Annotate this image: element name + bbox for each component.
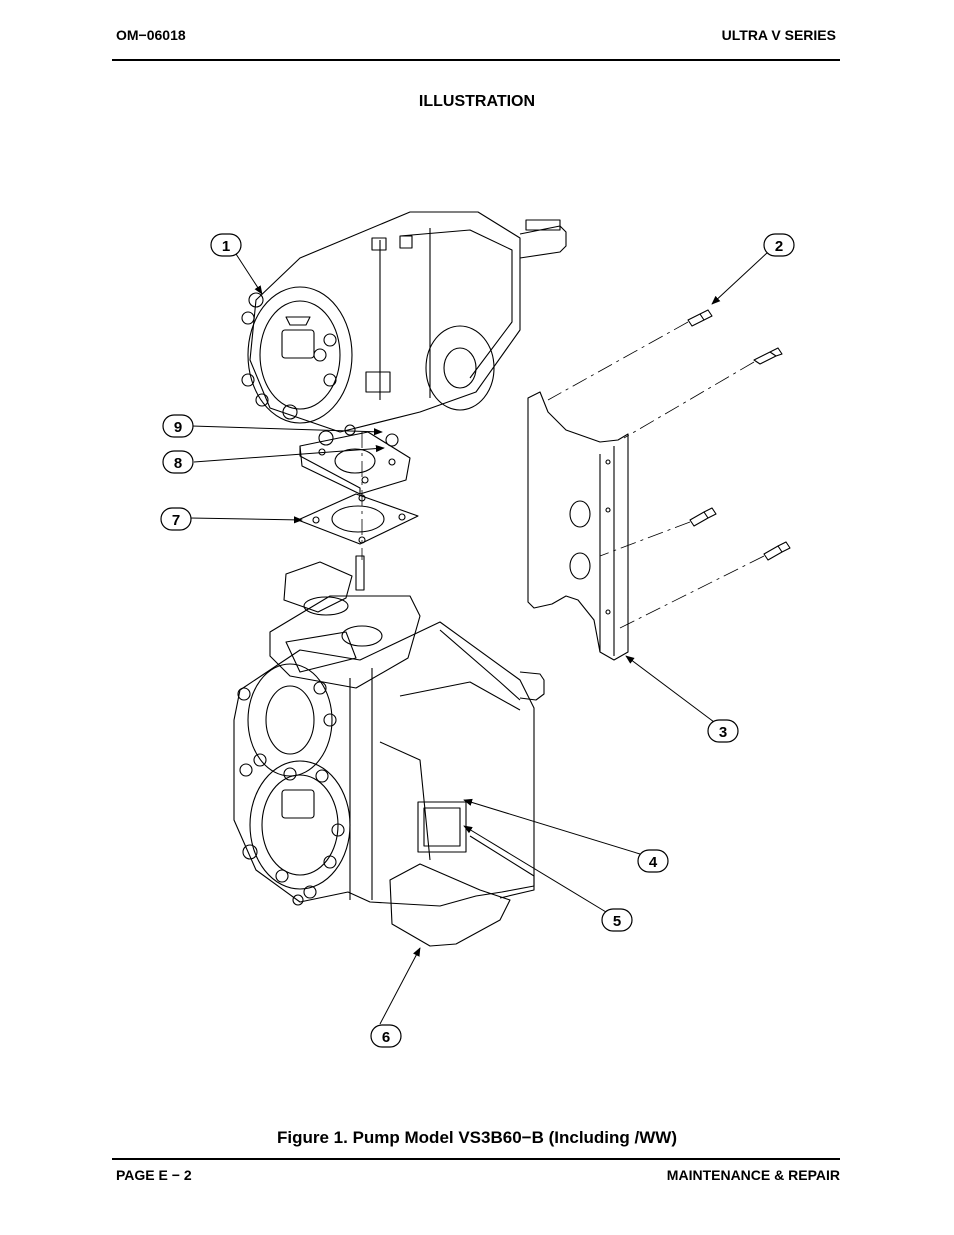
callout-6: 6 (370, 1024, 402, 1048)
callout-9: 9 (162, 414, 194, 438)
adapter-flange-drawing (299, 431, 411, 495)
callout-8: 8 (162, 450, 194, 474)
footer-section: MAINTENANCE & REPAIR (666, 1167, 840, 1183)
svg-text:6: 6 (382, 1029, 390, 1046)
svg-text:5: 5 (613, 913, 621, 930)
figure-caption: Figure 1. Pump Model VS3B60−B (Including… (277, 1128, 677, 1147)
callout-4: 4 (637, 849, 669, 873)
gasket-drawing (297, 493, 419, 545)
svg-text:2: 2 (775, 238, 783, 255)
svg-text:3: 3 (719, 724, 727, 741)
callout-7: 7 (160, 507, 192, 531)
callout-1: 1 (210, 233, 242, 257)
svg-text:1: 1 (222, 238, 230, 255)
footer-rule (112, 1158, 840, 1160)
callout-3: 3 (707, 719, 739, 743)
svg-text:7: 7 (172, 512, 180, 529)
svg-text:9: 9 (174, 419, 182, 436)
callout-2: 2 (763, 233, 795, 257)
svg-text:4: 4 (649, 854, 658, 871)
page-number: PAGE E − 2 (116, 1167, 192, 1183)
pump-casing-drawing (233, 555, 545, 947)
leader-lines (189, 251, 769, 1025)
guard-plate-drawing (527, 391, 629, 661)
alignment-lines (361, 321, 765, 629)
header-rule (112, 59, 840, 61)
section-title: ILLUSTRATION (418, 93, 536, 110)
document-number: OM−06018 (116, 27, 186, 43)
svg-text:8: 8 (174, 455, 182, 472)
series-title: ULTRA V SERIES (721, 27, 836, 43)
callout-5: 5 (601, 908, 633, 932)
capscrews-drawing (687, 309, 791, 561)
drive-assembly-drawing (241, 211, 567, 446)
